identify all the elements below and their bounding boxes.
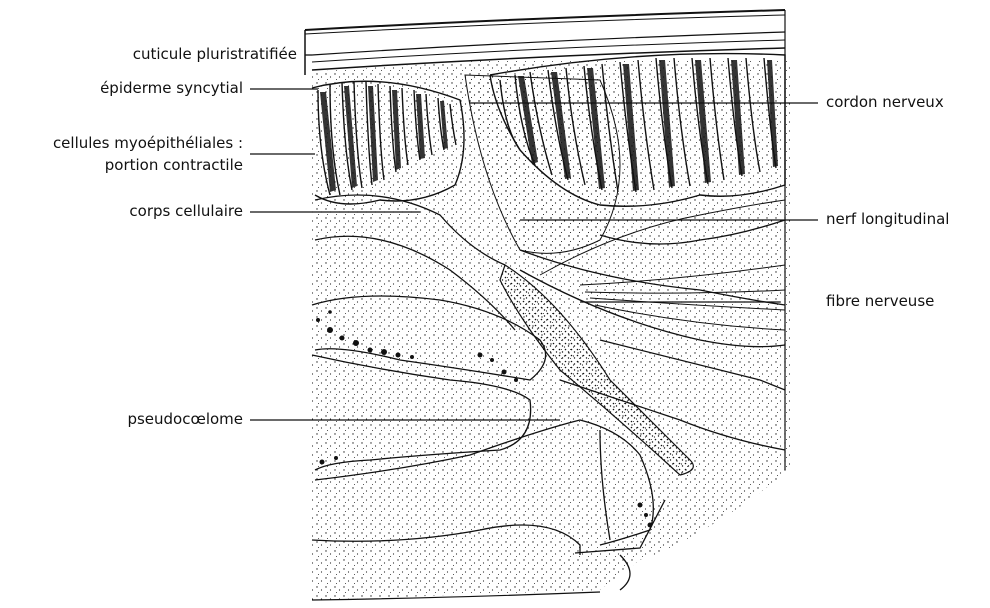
label-fibre: fibre nerveuse	[826, 291, 934, 312]
label-myo-line1: cellules myoépithéliales :	[53, 133, 243, 154]
label-myo-line2: portion contractile	[105, 155, 243, 176]
label-corps: corps cellulaire	[129, 201, 243, 222]
label-nerf: nerf longitudinal	[826, 209, 949, 230]
tissue-mass	[312, 48, 790, 600]
label-pseudo: pseudocœlome	[127, 409, 243, 430]
label-cuticule: cuticule pluristratifiée	[133, 44, 297, 65]
label-cordon: cordon nerveux	[826, 92, 944, 113]
label-epiderme: épiderme syncytial	[100, 78, 243, 99]
